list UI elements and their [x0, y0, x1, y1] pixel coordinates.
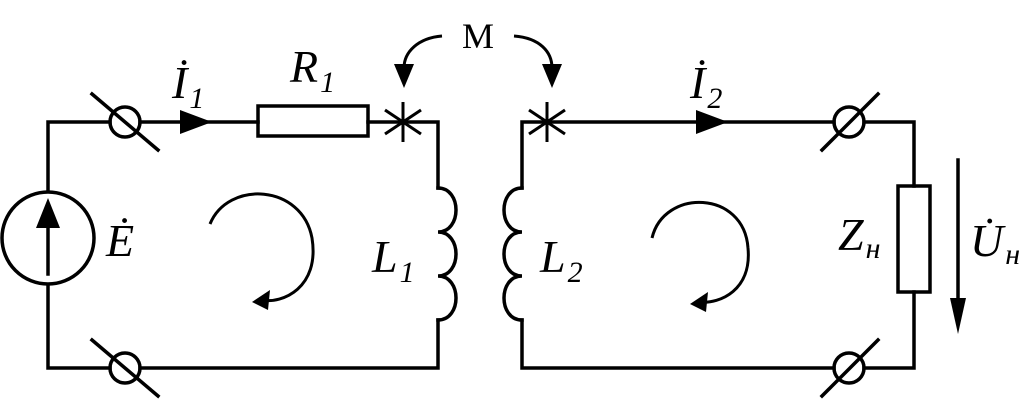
secondary-circuit	[502, 91, 966, 399]
mutual-arrow-left	[402, 34, 443, 69]
primary-top-wire-left	[46, 120, 112, 192]
polarity-mark-secondary	[528, 102, 566, 142]
resistor-r1	[256, 104, 370, 138]
terminal-bottom-left	[89, 337, 161, 399]
label-mutual: M	[462, 16, 494, 56]
load-impedance	[896, 184, 932, 294]
mutual-arrow-right	[513, 34, 554, 69]
voltage-source-e	[0, 190, 96, 286]
secondary-right-wire-top	[862, 120, 916, 188]
primary-top-wire-right	[366, 120, 440, 190]
loop-arrow-primary	[208, 192, 315, 303]
secondary-left-wire-top	[520, 120, 836, 190]
loop-arrow-secondary	[650, 201, 750, 304]
polarity-mark-primary	[384, 102, 422, 142]
current-arrow-i2	[696, 110, 728, 134]
current-arrow-i1	[180, 110, 212, 134]
label-inductor-l1: L1	[371, 231, 415, 289]
terminal-bottom-right	[819, 337, 881, 399]
primary-bottom-wire	[138, 318, 440, 370]
mutual-arrows	[394, 34, 562, 88]
terminal-top-right	[819, 91, 881, 153]
secondary-bottom-wire	[520, 318, 836, 370]
label-resistor-r1: R1	[289, 41, 335, 99]
inductor-l2	[502, 186, 524, 322]
voltage-arrow-head	[950, 298, 966, 334]
primary-left-wire-bottom	[46, 284, 112, 370]
label-voltage-u: U̇н	[970, 215, 1020, 271]
terminal-top-left	[89, 91, 161, 153]
label-current-i2: İ2	[689, 57, 722, 115]
secondary-right-wire-bottom	[862, 290, 916, 370]
primary-circuit	[0, 91, 458, 399]
label-inductor-l2: L2	[539, 231, 583, 289]
label-source-e: Ė	[105, 215, 134, 266]
inductor-l1	[436, 186, 458, 322]
label-current-i1: İ1	[171, 57, 204, 115]
label-load-z: Zн	[838, 209, 880, 265]
